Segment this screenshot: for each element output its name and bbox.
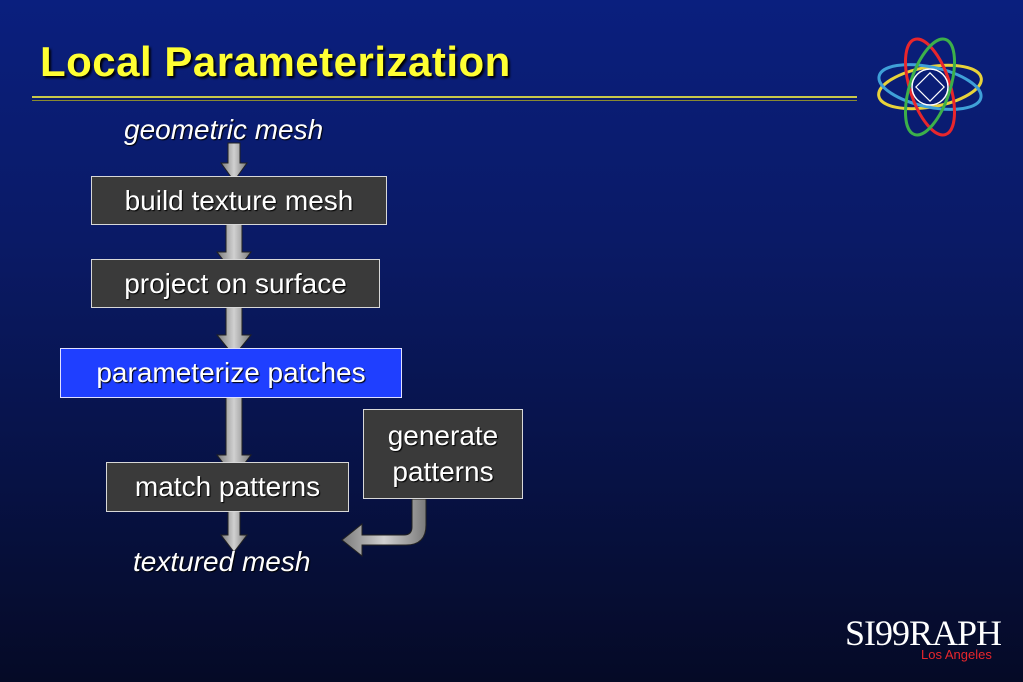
siggraph-emblem-icon	[877, 37, 983, 137]
step-generate-patterns: generate patterns	[363, 409, 523, 499]
arrow-output	[219, 509, 249, 553]
step-label: parameterize patches	[96, 357, 366, 388]
step-label: build texture mesh	[124, 184, 354, 216]
step-parameterize-patches: parameterize patches	[60, 348, 402, 398]
step-project-on-surface: project on surface	[91, 259, 380, 308]
title-underline	[32, 96, 857, 98]
title-underline-shadow	[32, 100, 857, 101]
arrow-side	[341, 498, 427, 558]
step-label: project on surface	[124, 267, 347, 299]
arrow-step-2	[215, 304, 253, 357]
arrow-input	[220, 142, 248, 182]
side-step-line-1: generate	[387, 420, 499, 451]
step-label: match patterns	[134, 471, 321, 502]
output-label: textured mesh	[133, 546, 311, 577]
step-match-patterns: match patterns	[106, 462, 349, 512]
side-step-line-2: patterns	[392, 456, 494, 487]
slide-title: Local Parameterization	[40, 38, 511, 85]
siggraph-logo: SI99RAPH	[845, 613, 1002, 653]
step-build-texture-mesh: build texture mesh	[91, 176, 387, 225]
logo-location: Los Angeles	[921, 647, 992, 662]
input-label: geometric mesh	[124, 114, 324, 145]
